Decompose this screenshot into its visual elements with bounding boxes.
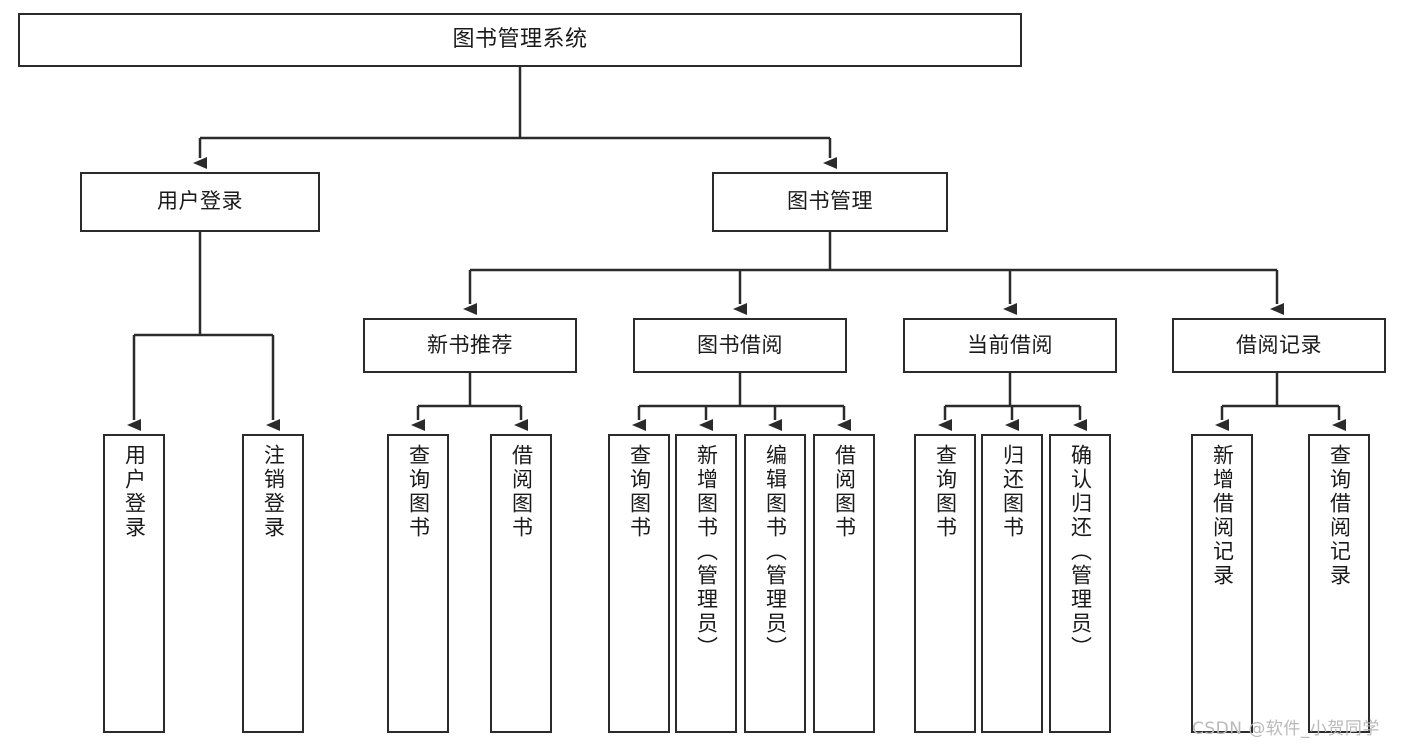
node-current-borrow[interactable]: 当前借阅 [903, 318, 1117, 373]
node-label: 新书推荐 [427, 332, 513, 357]
node-book-borrow[interactable]: 图书借阅 [633, 318, 847, 373]
node-label: 编辑图书（管理员） [763, 444, 788, 660]
leaf-confirm-return-admin[interactable]: 确认归还（管理员） [1049, 434, 1111, 733]
node-label: 借阅图书 [509, 444, 534, 540]
watermark: CSDN @软件_小贺同学 [1192, 719, 1380, 739]
leaf-user-login[interactable]: 用户登录 [103, 434, 165, 733]
leaf-query-book-current[interactable]: 查询图书 [914, 434, 976, 733]
leaf-logout[interactable]: 注销登录 [242, 434, 304, 733]
leaf-edit-book-admin[interactable]: 编辑图书（管理员） [744, 434, 806, 733]
node-label: 借阅记录 [1236, 332, 1322, 357]
node-new-book-recommend[interactable]: 新书推荐 [363, 318, 577, 373]
node-label: 注销登录 [261, 444, 286, 540]
node-root-system[interactable]: 图书管理系统 [18, 13, 1022, 67]
node-label: 新增图书（管理员） [694, 444, 719, 660]
node-label: 查询图书 [406, 444, 431, 540]
node-label: 查询图书 [933, 444, 958, 540]
leaf-add-borrow-record[interactable]: 新增借阅记录 [1191, 434, 1253, 733]
node-label: 借阅图书 [832, 444, 857, 540]
node-label: 图书借阅 [697, 332, 783, 357]
node-label: 当前借阅 [967, 332, 1053, 357]
leaf-add-book-admin[interactable]: 新增图书（管理员） [675, 434, 737, 733]
node-label: 用户登录 [122, 444, 147, 540]
node-user-login[interactable]: 用户登录 [80, 172, 320, 232]
node-label: 查询图书 [627, 444, 652, 540]
node-label: 确认归还（管理员） [1068, 444, 1093, 660]
leaf-borrow-book-recommend[interactable]: 借阅图书 [490, 434, 552, 733]
leaf-borrow-book[interactable]: 借阅图书 [813, 434, 875, 733]
leaf-query-book-borrow[interactable]: 查询图书 [608, 434, 670, 733]
node-borrow-record[interactable]: 借阅记录 [1172, 318, 1386, 373]
node-label: 图书管理系统 [452, 26, 588, 52]
leaf-return-book[interactable]: 归还图书 [981, 434, 1043, 733]
leaf-query-borrow-record[interactable]: 查询借阅记录 [1308, 434, 1370, 733]
node-label: 图书管理 [787, 189, 873, 214]
node-book-management[interactable]: 图书管理 [712, 172, 948, 232]
node-label: 用户登录 [157, 189, 243, 214]
leaf-query-book-recommend[interactable]: 查询图书 [387, 434, 449, 733]
node-label: 查询借阅记录 [1327, 444, 1352, 588]
node-label: 新增借阅记录 [1210, 444, 1235, 588]
node-label: 归还图书 [1000, 444, 1025, 540]
